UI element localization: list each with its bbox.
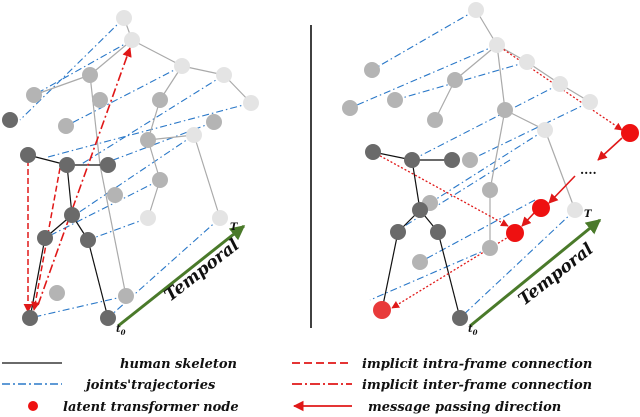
node bbox=[116, 10, 132, 26]
node bbox=[582, 94, 598, 110]
node bbox=[37, 230, 53, 246]
left-joint-trajectories bbox=[19, 17, 252, 319]
node bbox=[80, 232, 96, 248]
node bbox=[552, 76, 568, 92]
node bbox=[489, 37, 505, 53]
left-T-label: T bbox=[230, 222, 239, 233]
node bbox=[462, 152, 478, 168]
node bbox=[26, 87, 42, 103]
node bbox=[519, 54, 535, 70]
node bbox=[2, 112, 18, 128]
node bbox=[567, 202, 583, 218]
node bbox=[118, 288, 134, 304]
legend-latent-node-label: latent transformer node bbox=[63, 400, 239, 415]
node bbox=[447, 72, 463, 88]
legend-trajectory-label: joints'trajectories bbox=[83, 378, 216, 393]
legend: human skeleton joints'trajectories laten… bbox=[2, 357, 592, 415]
latent-node bbox=[532, 199, 550, 217]
right-message-passing bbox=[372, 44, 623, 309]
right-nodes-dark bbox=[365, 144, 468, 326]
node bbox=[64, 207, 80, 223]
node bbox=[100, 157, 116, 173]
node bbox=[216, 67, 232, 83]
node bbox=[107, 187, 123, 203]
right-t0-label: t0 bbox=[468, 324, 478, 337]
node bbox=[444, 152, 460, 168]
node bbox=[364, 62, 380, 78]
node bbox=[152, 172, 168, 188]
message-ellipsis: .... bbox=[580, 163, 597, 177]
right-latent-nodes bbox=[373, 124, 639, 319]
node bbox=[124, 32, 140, 48]
left-nodes-light bbox=[116, 10, 259, 226]
node bbox=[412, 202, 428, 218]
node bbox=[20, 147, 36, 163]
node bbox=[342, 100, 358, 116]
left-inter-frame-connection bbox=[37, 47, 132, 306]
node bbox=[537, 122, 553, 138]
node bbox=[206, 114, 222, 130]
node bbox=[174, 58, 190, 74]
left-temporal-label: Temporal bbox=[161, 235, 244, 306]
node bbox=[186, 127, 202, 143]
node bbox=[365, 144, 381, 160]
left-temporal-arrow bbox=[117, 224, 246, 328]
node bbox=[22, 310, 38, 326]
right-nodes-mid bbox=[342, 62, 513, 270]
latent-node bbox=[506, 224, 524, 242]
node bbox=[412, 254, 428, 270]
left-skeleton-back bbox=[33, 17, 252, 297]
node bbox=[404, 152, 420, 168]
node bbox=[482, 182, 498, 198]
node bbox=[482, 240, 498, 256]
node bbox=[427, 112, 443, 128]
node bbox=[58, 118, 74, 134]
node bbox=[140, 210, 156, 226]
node bbox=[468, 2, 484, 18]
node bbox=[430, 224, 446, 240]
node bbox=[100, 310, 116, 326]
right-temporal-arrow bbox=[469, 218, 602, 328]
node bbox=[390, 224, 406, 240]
node bbox=[497, 102, 513, 118]
legend-latent-node-swatch bbox=[28, 401, 38, 411]
left-nodes-mid bbox=[26, 67, 222, 304]
right-T-label: T bbox=[584, 209, 593, 220]
right-panel: .... bbox=[342, 2, 639, 337]
left-panel: Temporal t0 T bbox=[2, 10, 259, 337]
node bbox=[152, 92, 168, 108]
node bbox=[212, 210, 228, 226]
node bbox=[452, 310, 468, 326]
latent-node bbox=[373, 301, 391, 319]
node bbox=[59, 157, 75, 173]
node bbox=[387, 92, 403, 108]
node bbox=[140, 132, 156, 148]
left-t0-label: t0 bbox=[116, 324, 126, 337]
legend-intra-label: implicit intra-frame connection bbox=[362, 357, 592, 372]
node bbox=[243, 95, 259, 111]
node bbox=[49, 285, 65, 301]
latent-node bbox=[621, 124, 639, 142]
right-temporal-label: Temporal bbox=[515, 239, 598, 310]
legend-message-label: message passing direction bbox=[368, 400, 561, 415]
left-nodes-dark bbox=[2, 112, 116, 326]
right-nodes-light bbox=[468, 2, 598, 218]
legend-inter-label: implicit inter-frame connection bbox=[362, 378, 592, 393]
node bbox=[82, 67, 98, 83]
node bbox=[92, 92, 108, 108]
legend-skeleton-label: human skeleton bbox=[120, 357, 237, 372]
